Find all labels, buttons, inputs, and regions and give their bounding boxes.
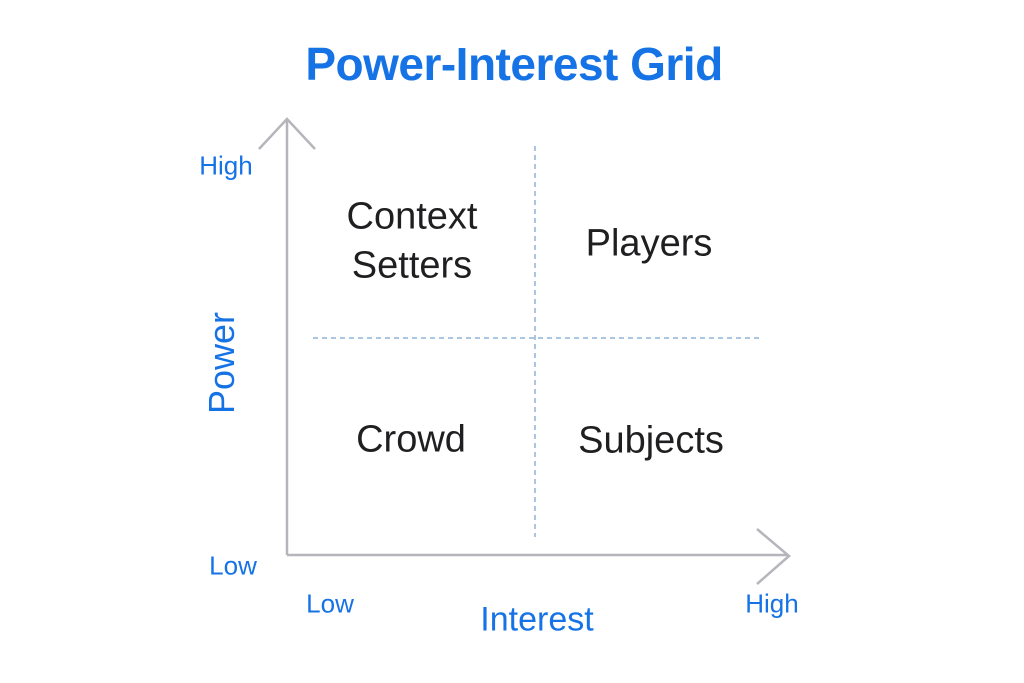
y-axis-title: Power (201, 311, 242, 415)
x-axis-high-label: High (745, 588, 799, 619)
page-title: Power-Interest Grid (305, 38, 723, 90)
quadrant-label-subjects: Subjects (578, 419, 724, 462)
y-axis-low-label: Low (209, 550, 257, 581)
x-axis-low-label: Low (306, 588, 354, 619)
y-axis-arrowhead-icon (258, 117, 316, 150)
x-axis-title: Interest (480, 600, 594, 639)
quadrant-label-crowd: Crowd (356, 418, 466, 461)
x-axis-arrowhead-icon (756, 528, 791, 585)
y-axis-high-label: High (199, 150, 253, 181)
quadrant-label-players: Players (585, 222, 713, 265)
quadrant-label-context-setters: Context Setters (346, 195, 478, 286)
